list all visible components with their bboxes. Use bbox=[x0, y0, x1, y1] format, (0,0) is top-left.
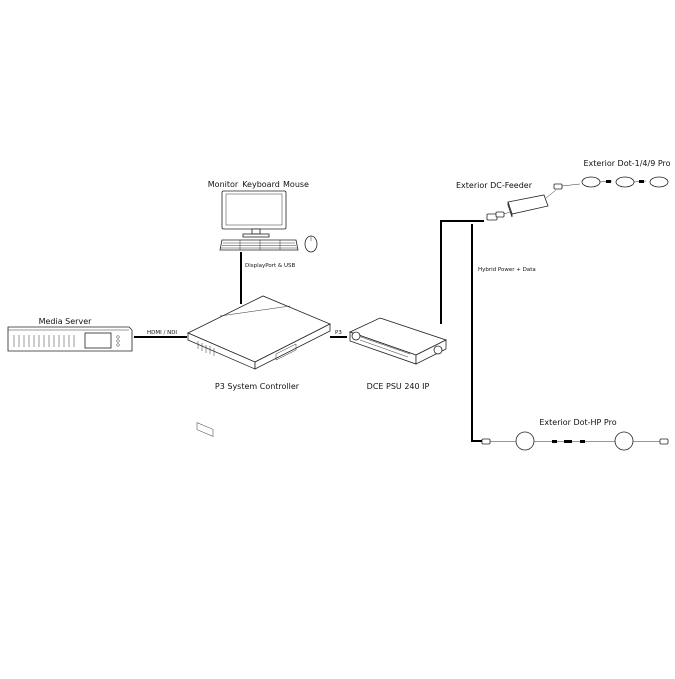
media-server-label: Media Server bbox=[39, 317, 93, 326]
dot-149-label: Exterior Dot-1/4/9 Pro bbox=[583, 159, 670, 168]
keyboard-label: Keyboard bbox=[242, 180, 280, 189]
wire-psu-to-feeder bbox=[440, 220, 484, 324]
monitor-icon bbox=[221, 190, 287, 238]
monitor-label: Monitor bbox=[208, 180, 239, 189]
dot-hp-chain-icon bbox=[481, 431, 669, 451]
dc-feeder-icon bbox=[486, 183, 563, 221]
controller-label: P3 System Controller bbox=[215, 382, 300, 391]
dot-149-chain-icon bbox=[561, 176, 669, 188]
dot-hp-label: Exterior Dot-HP Pro bbox=[539, 418, 616, 427]
dp-usb-label: DisplayPort & USB bbox=[245, 263, 295, 269]
hdmi-ndi-label: HDMI / NDI bbox=[147, 330, 177, 336]
mouse-label: Mouse bbox=[283, 180, 309, 189]
p3-label: P3 bbox=[335, 330, 342, 336]
wire-hybrid bbox=[471, 224, 482, 442]
psu-label: DCE PSU 240 IP bbox=[367, 382, 430, 391]
hybrid-label: Hybrid Power + Data bbox=[478, 267, 536, 273]
dc-feeder-label: Exterior DC-Feeder bbox=[456, 181, 533, 190]
controller-icon bbox=[187, 295, 331, 437]
psu-icon bbox=[348, 317, 448, 365]
mouse-icon bbox=[304, 235, 318, 253]
media-server-icon bbox=[7, 326, 133, 352]
keyboard-icon bbox=[219, 239, 299, 251]
